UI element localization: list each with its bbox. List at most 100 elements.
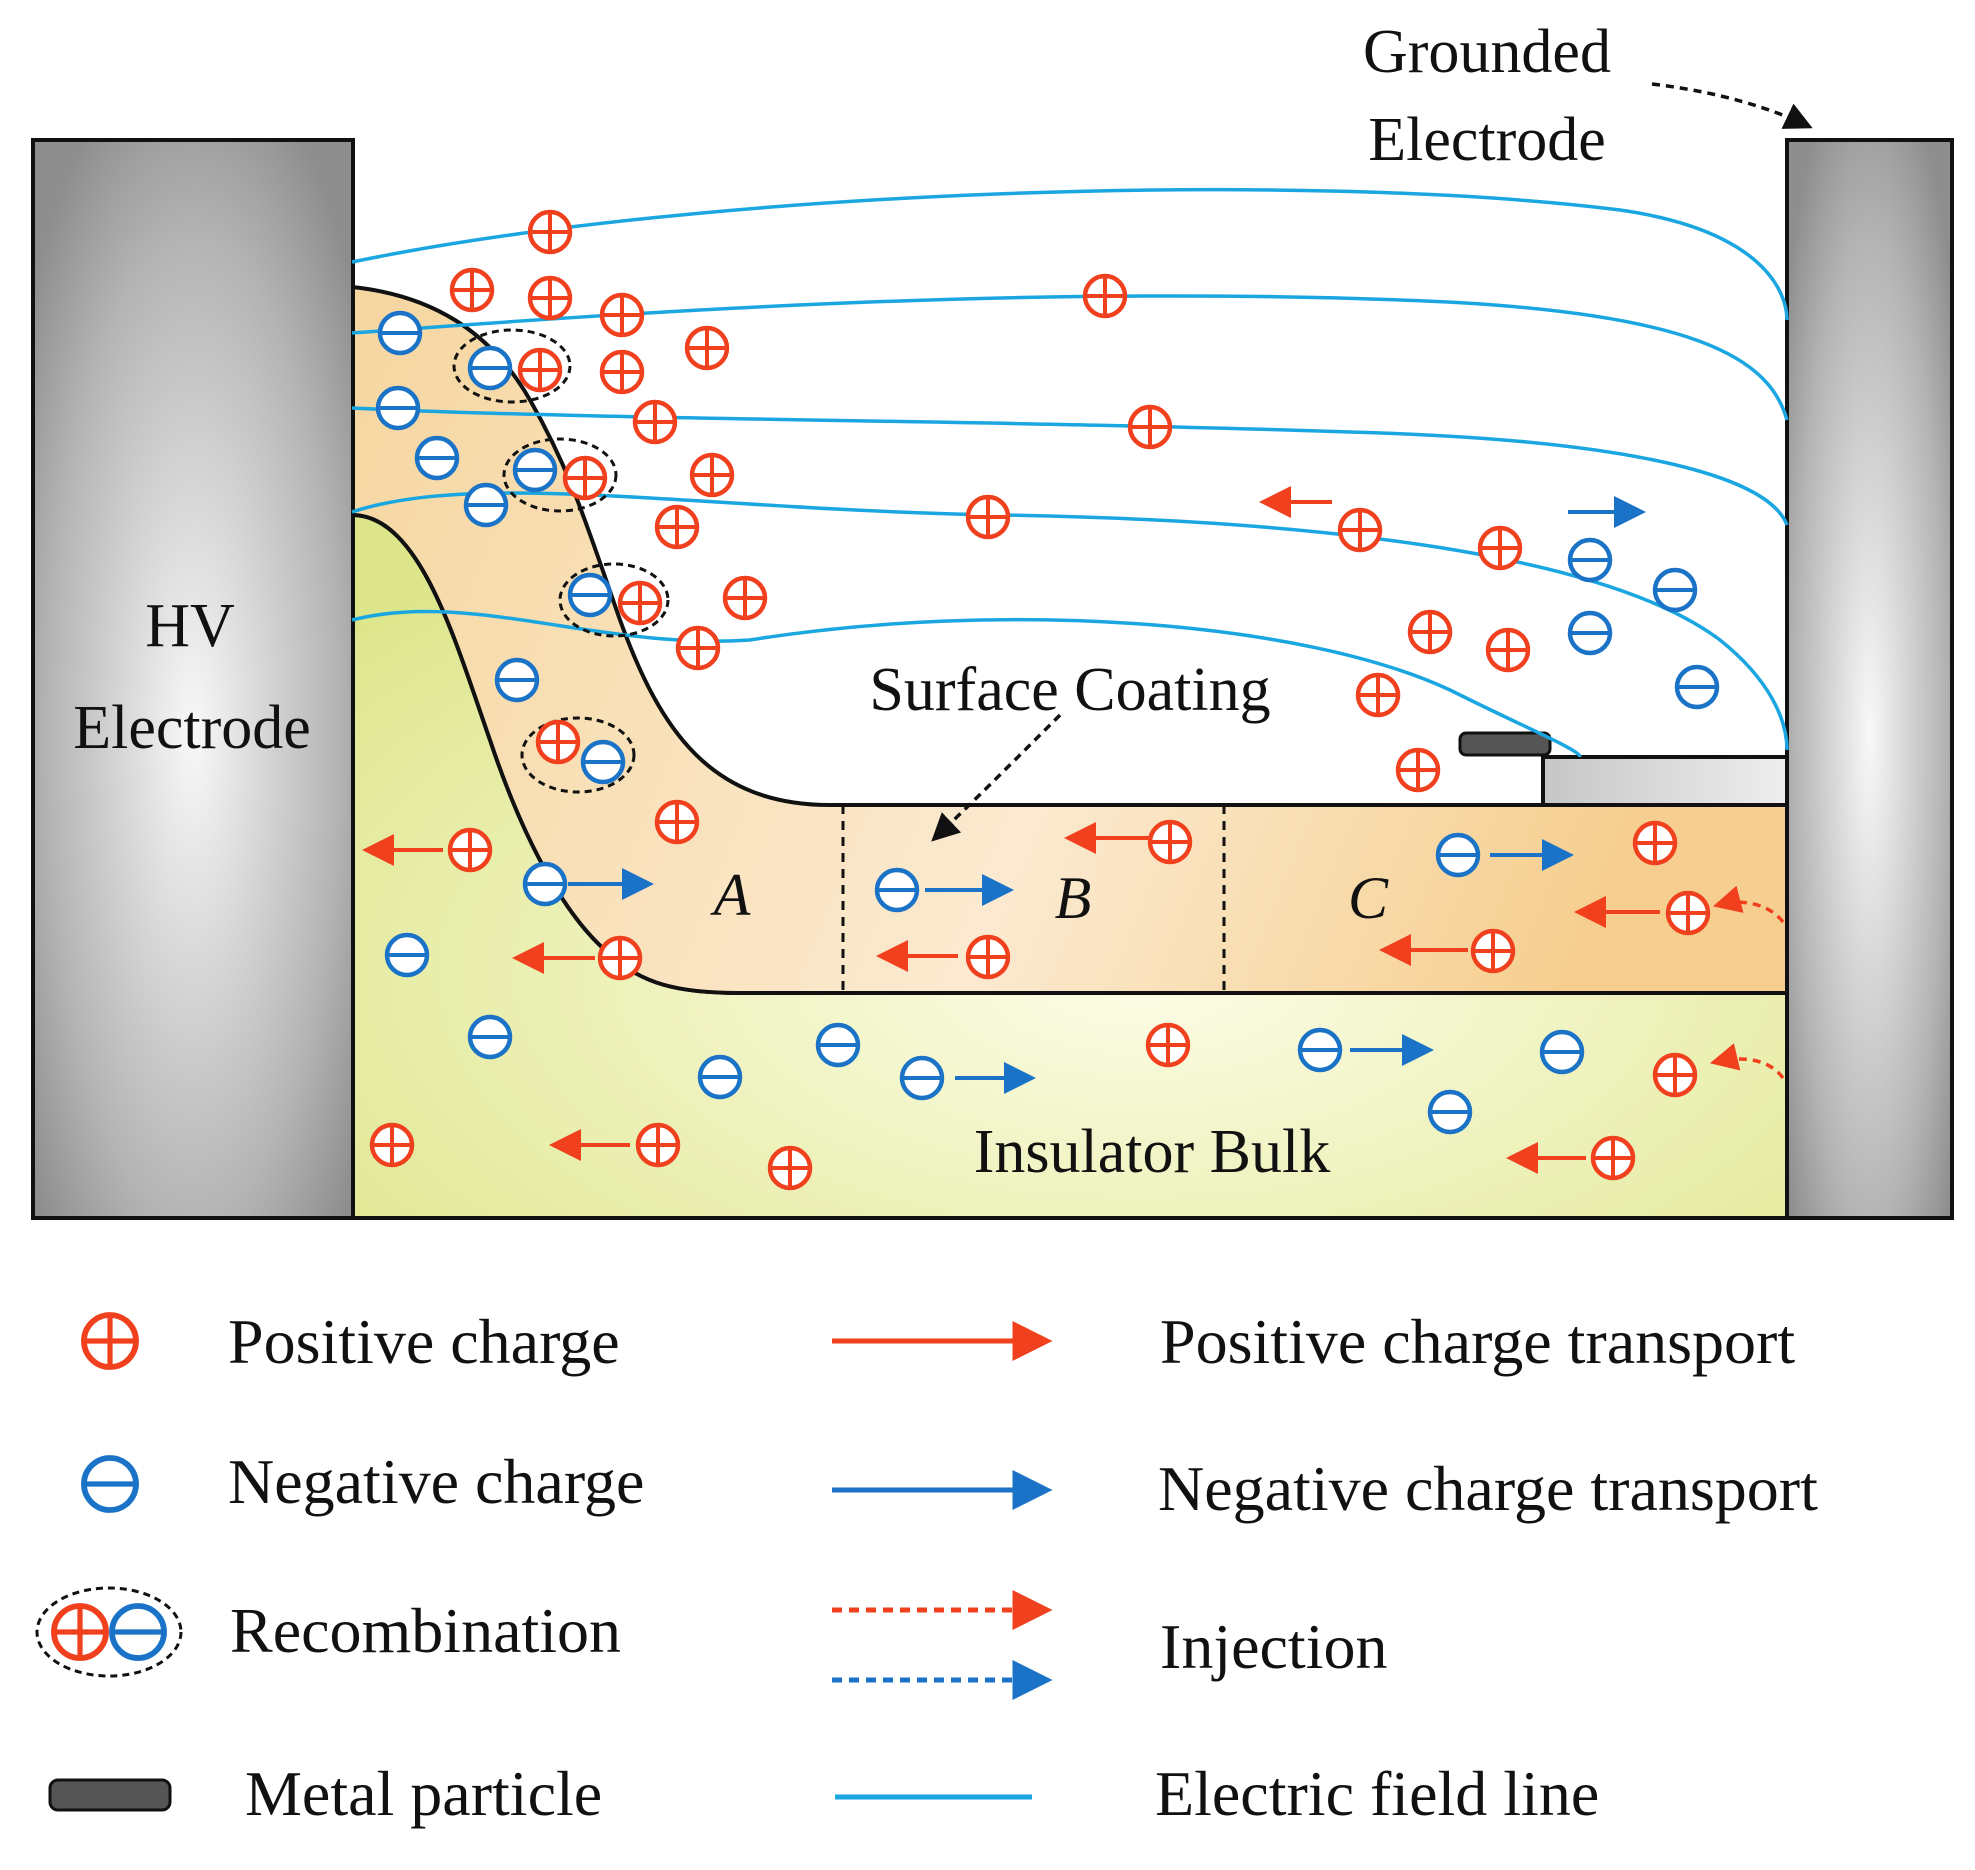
positive-charge <box>635 402 675 442</box>
positive-charge <box>1410 612 1450 652</box>
legend-negative-label: Negative charge <box>228 1446 644 1517</box>
negative-charge <box>387 935 427 975</box>
positive-charge <box>620 583 660 623</box>
negative-charge <box>1430 1092 1470 1132</box>
positive-charge <box>530 278 570 318</box>
positive-charge <box>1148 1025 1188 1065</box>
grounded-electrode <box>1785 138 1954 1220</box>
legend-injection-label: Injection <box>1160 1611 1387 1682</box>
positive-charge <box>1085 276 1125 316</box>
legend-negative-transport-label: Negative charge transport <box>1158 1453 1818 1524</box>
negative-charge <box>378 388 418 428</box>
recombination-ellipse <box>452 328 572 404</box>
surface-coating <box>350 284 1789 995</box>
positive-charge <box>1635 823 1675 863</box>
legend-metal-particle-label: Metal particle <box>245 1758 602 1829</box>
positive-charge <box>1358 675 1398 715</box>
field-line-4 <box>351 491 1789 751</box>
negative-charge <box>515 450 555 490</box>
positive-charge <box>657 802 697 842</box>
negative-charge <box>1438 835 1478 875</box>
legend-recombination-icon <box>35 1586 183 1678</box>
field-line-5 <box>351 609 1582 758</box>
injection-arrows <box>1709 885 1785 1080</box>
region-b-label: B <box>1055 865 1092 931</box>
negative-charge <box>902 1058 942 1098</box>
positive-charge <box>968 497 1008 537</box>
grounded-label-line1: Grounded <box>1363 18 1611 86</box>
recombination-ellipse <box>520 716 636 794</box>
negative-charge <box>877 870 917 910</box>
positive-charge <box>692 455 732 495</box>
positive-charge <box>565 458 605 498</box>
grounded-label-line2: Electrode <box>1368 106 1606 174</box>
positive-charge <box>1398 750 1438 790</box>
legend-positive-transport-label: Positive charge transport <box>1160 1306 1795 1377</box>
positive-charge <box>638 1125 678 1165</box>
hv-electrode <box>31 138 355 1220</box>
hv-label-line2: Electrode <box>73 694 311 762</box>
recombination-ellipse <box>558 562 670 638</box>
positive-transport-arrows <box>362 486 1660 1174</box>
legend: Positive charge Negative charge Recombin… <box>35 1306 1818 1829</box>
positive-charge <box>1150 822 1190 862</box>
surface-coating-label: Surface Coating <box>869 656 1270 724</box>
legend-negative-icon <box>84 1458 136 1510</box>
grounded-electrode-foot <box>1541 755 1789 807</box>
negative-charge <box>1300 1030 1340 1070</box>
positive-charge <box>1655 1055 1695 1095</box>
negative-charge <box>700 1057 740 1097</box>
positive-charge <box>1480 528 1520 568</box>
metal-particle <box>1458 731 1552 757</box>
positive-charge <box>678 628 718 668</box>
field-line-3 <box>351 406 1789 526</box>
positive-charge <box>1488 630 1528 670</box>
positive-charge <box>602 352 642 392</box>
negative-charge <box>380 313 420 353</box>
positive-charge <box>1340 510 1380 550</box>
legend-metal-particle-icon <box>48 1778 172 1812</box>
legend-positive-icon <box>84 1315 136 1367</box>
legend-recombination-label: Recombination <box>230 1595 621 1666</box>
legend-positive-label: Positive charge <box>228 1306 620 1377</box>
positive-charge <box>538 722 578 762</box>
positive-charge <box>770 1148 810 1188</box>
positive-charge <box>1593 1138 1633 1178</box>
positive-charge <box>1130 407 1170 447</box>
positive-charge <box>530 212 570 252</box>
negative-charge <box>1655 570 1695 610</box>
region-c-label: C <box>1348 865 1389 931</box>
negative-charge <box>818 1025 858 1065</box>
positive-charge <box>687 328 727 368</box>
negative-charge <box>1542 1032 1582 1072</box>
negative-charge <box>1677 667 1717 707</box>
recombination-ellipses <box>452 328 670 794</box>
positive-charge <box>452 270 492 310</box>
positive-charge <box>520 350 560 390</box>
positive-charge <box>725 578 765 618</box>
legend-field-line-label: Electric field line <box>1155 1758 1599 1829</box>
positive-charge <box>372 1125 412 1165</box>
negative-transport-arrows <box>568 496 1646 1094</box>
electric-field-lines <box>351 187 1789 758</box>
field-line-2 <box>351 294 1789 421</box>
negative-charge <box>466 485 506 525</box>
positive-charge <box>1668 893 1708 933</box>
insulator-bulk-label: Insulator Bulk <box>974 1118 1330 1186</box>
negative-charge <box>470 348 510 388</box>
positive-charge <box>600 938 640 978</box>
positive-charge <box>657 507 697 547</box>
injection-arrow <box>1712 885 1785 924</box>
positive-charge <box>968 937 1008 977</box>
injection-arrow <box>1709 1043 1785 1080</box>
negative-charge <box>525 864 565 904</box>
negative-charge <box>497 660 537 700</box>
field-line-1 <box>351 187 1789 321</box>
negative-charge <box>1570 540 1610 580</box>
surface-coating-pointer <box>931 713 1062 842</box>
grounded-electrode-pointer <box>1651 82 1813 129</box>
negative-charge <box>1570 613 1610 653</box>
negative-charge <box>417 438 457 478</box>
negative-charge <box>583 742 623 782</box>
